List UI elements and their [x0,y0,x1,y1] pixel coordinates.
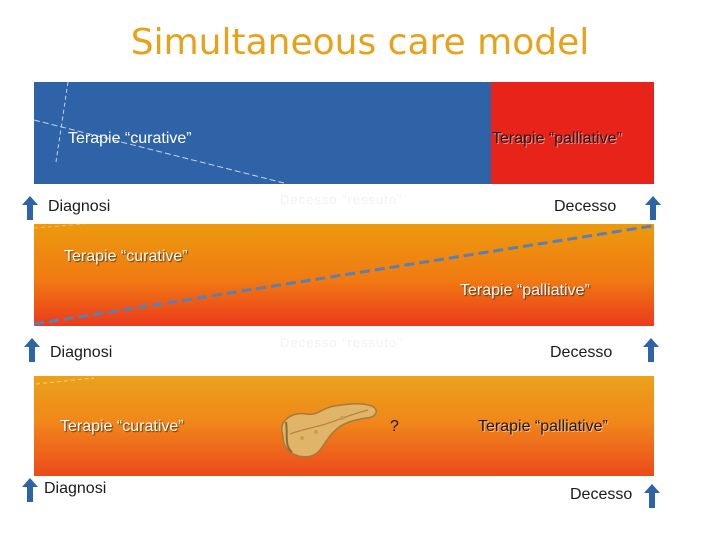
curative-therapy-label: Terapie “curative” [64,248,188,266]
palliative-therapy-label: Terapie “palliative” [460,282,590,300]
up-arrow-icon [22,196,38,220]
pancreas-illustration [276,394,382,464]
faint-caption: Decesso “ressuto” [280,335,402,350]
up-arrow-icon [644,484,660,508]
death-label: Decesso [570,486,632,504]
curative-therapy-label: Terapie “curative” [60,418,184,436]
up-arrow-icon [645,196,661,220]
slide-title: Simultaneous care model [0,22,720,63]
diagnosis-label: Diagnosi [50,344,112,362]
up-arrow-icon [22,478,38,502]
transition-diagonal-line [34,224,654,326]
faint-caption: Decesso “ressuto” [280,192,402,207]
question-mark-label: ? [390,418,399,436]
curative-therapy-label: Terapie “curative” [68,130,192,148]
death-label: Decesso [550,344,612,362]
panel-sequential-care: Terapie “curative” Terapie “palliative” [34,82,654,184]
diagnosis-label: Diagnosi [44,480,106,498]
diagnosis-label: Diagnosi [48,198,110,216]
palliative-therapy-label: Terapie “palliative” [492,130,622,148]
up-arrow-icon [643,338,659,362]
palliative-therapy-label: Terapie “palliative” [478,418,608,436]
up-arrow-icon [24,338,40,362]
death-label: Decesso [554,198,616,216]
panel-simultaneous-care: Terapie “curative” Terapie “palliative” [34,224,654,326]
